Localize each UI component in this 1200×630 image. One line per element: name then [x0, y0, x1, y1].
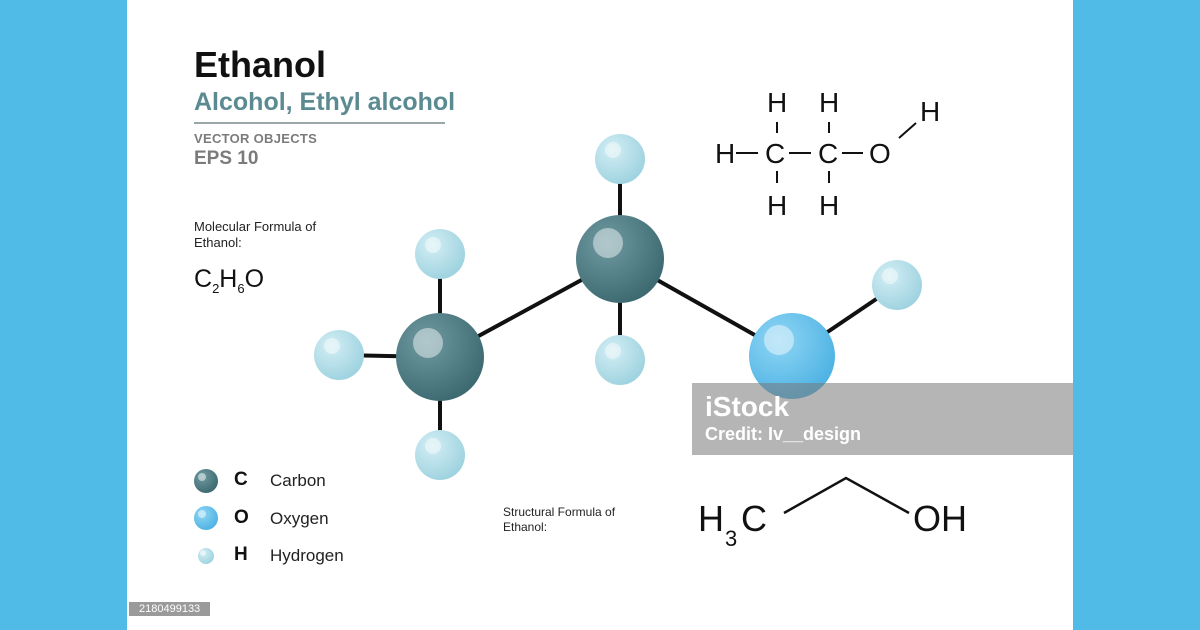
watermark-credit: Credit: Iv__design [705, 424, 862, 444]
lewis-h-bottom-2: H [819, 190, 839, 221]
legend-hydrogen-symbol: H [234, 544, 248, 565]
hydrogen-atom [415, 229, 465, 279]
vector-objects-label: VECTOR OBJECTS [194, 131, 318, 146]
lewis-h-top-1: H [767, 87, 787, 118]
hydrogen-atom [314, 330, 364, 380]
watermark-brand: iStock [705, 391, 790, 422]
eps-label: EPS 10 [194, 148, 259, 169]
hydrogen-atom [595, 134, 645, 184]
skeletal-c: C [741, 498, 767, 539]
skeletal-bonds [783, 476, 910, 515]
lewis-structure: H H H H C C O H H [715, 87, 940, 221]
title-divider [194, 122, 445, 124]
lewis-c-2: C [818, 138, 838, 169]
mf-hydrogen-count: 6 [237, 281, 245, 296]
lewis-h-left: H [715, 138, 735, 169]
lewis-h-top-2: H [819, 87, 839, 118]
legend-oxygen-dot [194, 506, 218, 530]
legend-hydrogen-name: Hydrogen [270, 546, 344, 565]
hydrogen-atom [595, 335, 645, 385]
structural-formula-label: Structural Formula of Ethanol: [503, 505, 616, 534]
legend-carbon-symbol: C [234, 469, 248, 490]
lewis-c-1: C [765, 138, 785, 169]
page-subtitle: Alcohol, Ethyl alcohol [194, 88, 456, 116]
lewis-o: O [869, 138, 891, 169]
oxygen-atom [749, 313, 835, 399]
lewis-h-bottom-1: H [767, 190, 787, 221]
legend-carbon-dot [194, 469, 218, 493]
mf-carbon-count: 2 [212, 281, 220, 296]
hydrogen-atoms [314, 134, 922, 480]
stock-id-badge: 2180499133 [129, 602, 211, 616]
lewis-h-right: H [920, 96, 940, 127]
skeletal-h-count: 3 [725, 526, 737, 551]
page-title: Ethanol [194, 44, 326, 85]
mf-hydrogen: H [219, 265, 238, 293]
legend-hydrogen-dot [198, 548, 214, 564]
hydrogen-atom [872, 260, 922, 310]
skeletal-formula: H 3 C OH [698, 498, 967, 551]
carbon-atom [576, 215, 664, 303]
mf-oxygen: O [244, 265, 265, 293]
legend-oxygen-name: Oxygen [270, 509, 329, 528]
skeletal-oh: OH [913, 498, 967, 539]
skeletal-h: H [698, 498, 724, 539]
molecule-diagram: H H H H C C O H H H 3 C OH [194, 87, 967, 564]
legend-carbon-name: Carbon [270, 471, 326, 490]
poster-panel: Ethanol Alcohol, Ethyl alcohol VECTOR OB… [127, 0, 1073, 630]
molecular-formula: C2H6O [194, 265, 264, 296]
carbon-atom [396, 313, 484, 401]
watermark-banner: iStock Credit: Iv__design [692, 383, 1073, 455]
legend-oxygen-symbol: O [234, 507, 249, 528]
hydrogen-atom [415, 430, 465, 480]
molecular-formula-label: Molecular Formula of Ethanol: [194, 219, 317, 250]
lewis-bonds [736, 122, 917, 183]
atom-highlights [324, 142, 898, 454]
mf-carbon: C [194, 265, 213, 293]
